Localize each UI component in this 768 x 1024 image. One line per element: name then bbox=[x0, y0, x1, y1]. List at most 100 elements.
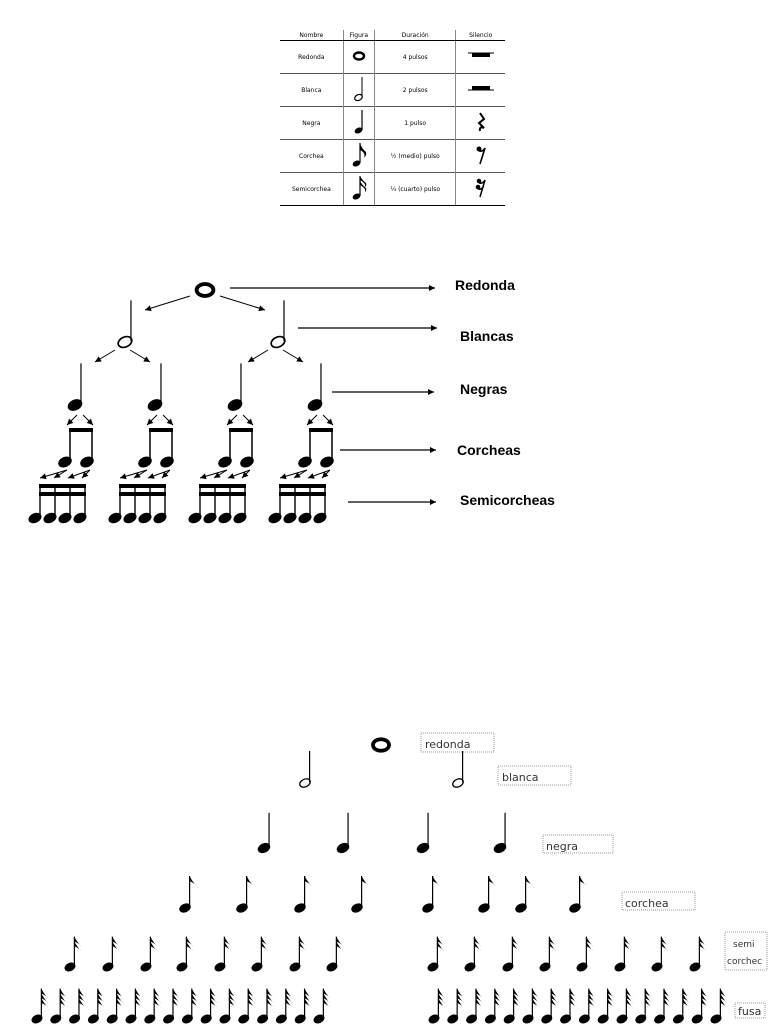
quarter-note-icon bbox=[336, 812, 350, 854]
label-redonda: Redonda bbox=[455, 277, 515, 293]
quarter-note-icon bbox=[227, 363, 243, 411]
label-blanca-small: blanca bbox=[502, 771, 539, 784]
label-box-blanca bbox=[497, 765, 572, 786]
sixteenth-note-icon bbox=[140, 936, 158, 972]
branch-arrow bbox=[279, 469, 308, 480]
thirtysecond-note-icon bbox=[106, 988, 124, 1024]
half-note-icon bbox=[270, 300, 286, 349]
thirtysecond-note-icon bbox=[654, 988, 671, 1024]
thirtysecond-note-icon bbox=[710, 988, 728, 1024]
eighth-note-icon bbox=[179, 876, 197, 913]
table-header-row: Nombre Figura Duración Silencio bbox=[280, 30, 505, 41]
branch-arrow bbox=[227, 469, 251, 479]
pyramid-notes bbox=[31, 737, 728, 1024]
sixteenth-note-icon bbox=[539, 936, 557, 972]
quarter-note-icon bbox=[67, 363, 83, 411]
sixteenth-group-icon bbox=[108, 484, 167, 524]
thirtysecond-note-icon bbox=[87, 988, 105, 1024]
thirtysecond-note-icon bbox=[181, 988, 199, 1024]
thirtysecond-note-icon bbox=[466, 988, 483, 1024]
sixteenth-note-icon bbox=[64, 936, 82, 972]
thirtysecond-note-icon bbox=[69, 988, 86, 1024]
whole-note-icon bbox=[342, 40, 375, 74]
thirtysecond-note-icon bbox=[616, 988, 634, 1024]
branch-arrow bbox=[129, 349, 151, 363]
thirtysecond-note-icon bbox=[294, 988, 312, 1024]
half-note-icon bbox=[452, 751, 464, 788]
branch-arrow bbox=[144, 295, 191, 312]
thirtysecond-note-icon bbox=[503, 988, 521, 1024]
table-row: Blanca 2 pulsos bbox=[280, 73, 505, 107]
branch-arrow bbox=[293, 469, 308, 479]
row-duration: ¼ (cuarto) pulso bbox=[373, 172, 456, 206]
row-duration: 1 pulso bbox=[373, 106, 456, 140]
eighth-pair-icon bbox=[298, 428, 334, 468]
pointer-arrow-corcheas bbox=[340, 447, 436, 453]
sixteenth-note-icon bbox=[289, 936, 307, 972]
row-duration: ½ (medio) pulso bbox=[373, 139, 456, 173]
label-redonda-small: redonda bbox=[425, 738, 470, 751]
row-duration: 4 pulsos bbox=[373, 40, 456, 74]
sixteenth-note-icon bbox=[502, 936, 520, 972]
label-fusa-small: fusa bbox=[738, 1005, 761, 1018]
branch-arrow bbox=[247, 349, 269, 363]
thirtysecond-note-icon bbox=[31, 988, 49, 1024]
header-figura: Figura bbox=[342, 30, 375, 41]
label-box-redonda bbox=[420, 732, 495, 753]
thirtysecond-note-icon bbox=[484, 988, 502, 1024]
label-corcheas: Corcheas bbox=[457, 442, 521, 458]
sixteenth-note-icon bbox=[342, 172, 375, 206]
tree-arrows bbox=[39, 285, 437, 505]
label-box-negra bbox=[542, 834, 614, 854]
thirtysecond-note-icon bbox=[691, 988, 709, 1024]
eighth-note-icon bbox=[236, 876, 254, 913]
half-note-icon bbox=[342, 73, 375, 107]
eighth-note-icon bbox=[478, 876, 496, 913]
quarter-note-icon bbox=[307, 363, 323, 411]
eighth-note-icon bbox=[351, 876, 369, 913]
branch-arrow bbox=[94, 349, 116, 363]
branch-arrow bbox=[53, 469, 68, 479]
thirtysecond-note-icon bbox=[522, 988, 540, 1024]
eighth-note-icon bbox=[294, 876, 312, 913]
thirtysecond-note-icon bbox=[125, 988, 143, 1024]
eighth-note-icon bbox=[515, 876, 533, 913]
branch-arrow bbox=[67, 469, 91, 479]
branch-arrow bbox=[282, 349, 304, 363]
branch-arrow bbox=[81, 469, 91, 479]
branch-arrow bbox=[66, 414, 78, 426]
note-values-table: Nombre Figura Duración Silencio Redonda … bbox=[280, 30, 505, 206]
eighth-note-icon bbox=[422, 876, 440, 913]
sixteenth-note-icon bbox=[427, 936, 445, 972]
pointer-arrow-negras bbox=[332, 389, 434, 395]
eighth-pair-icon bbox=[138, 428, 174, 468]
eighth-pair-icon bbox=[58, 428, 94, 468]
label-negras: Negras bbox=[460, 381, 508, 397]
branch-arrow bbox=[322, 414, 334, 426]
half-rest-icon bbox=[455, 73, 505, 107]
pointer-arrow-semicorcheas bbox=[348, 499, 436, 505]
eighth-note-icon bbox=[342, 139, 375, 173]
thirtysecond-note-icon bbox=[219, 988, 237, 1024]
sixteenth-note-icon bbox=[251, 936, 269, 972]
sixteenth-note-icon bbox=[689, 936, 707, 972]
half-note-icon bbox=[117, 300, 133, 349]
quarter-note-icon bbox=[493, 812, 507, 854]
label-box-corchea bbox=[621, 891, 696, 911]
sixteenth-group-icon bbox=[28, 484, 87, 524]
sixteenth-note-icon bbox=[102, 936, 120, 972]
sixteenth-note-icon bbox=[651, 936, 669, 972]
row-name: Semicorchea bbox=[280, 172, 344, 206]
sixteenth-rest-icon bbox=[455, 172, 505, 206]
label-negra-small: negra bbox=[546, 840, 578, 853]
branch-arrow bbox=[242, 414, 254, 426]
thirtysecond-note-icon bbox=[313, 988, 331, 1024]
branch-arrow bbox=[226, 414, 238, 426]
sixteenth-group-icon bbox=[188, 484, 247, 524]
row-name: Redonda bbox=[280, 40, 344, 74]
branch-arrow bbox=[162, 414, 174, 426]
sixteenth-note-icon bbox=[214, 936, 232, 972]
branch-arrow bbox=[39, 469, 68, 480]
whole-rest-icon bbox=[455, 40, 505, 74]
branch-arrow bbox=[213, 469, 228, 479]
